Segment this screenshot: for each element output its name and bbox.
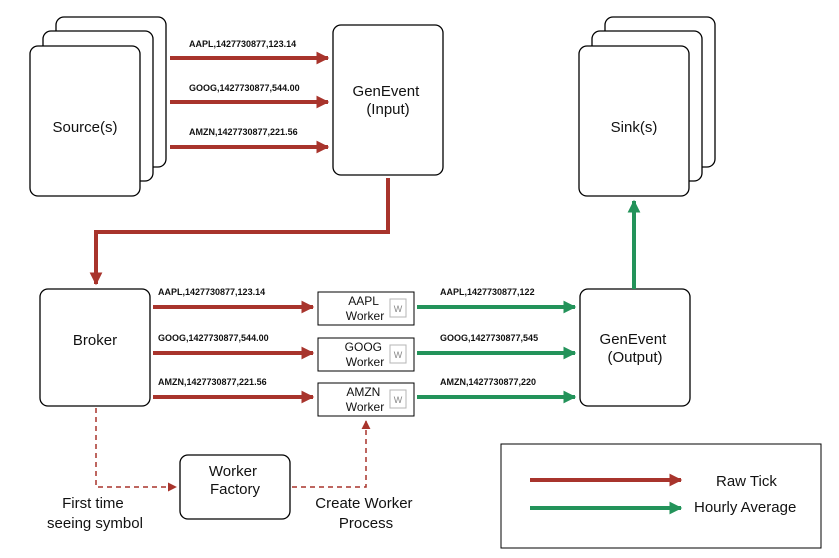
- amzn-worker-node: AMZN Worker W: [317, 382, 415, 417]
- tick-label: AAPL,1427730877,123.14: [158, 287, 265, 297]
- create-worker-annotation: Create Worker Process: [315, 495, 416, 532]
- source-node: Source(s): [29, 16, 167, 197]
- worker-icon: [389, 389, 407, 409]
- source-to-input-arrows: AAPL,1427730877,123.14 GOOG,1427730877,5…: [170, 39, 330, 154]
- worker-factory-label: Worker Factory: [209, 463, 261, 498]
- worker-icon: [389, 298, 407, 318]
- worker-icon-letter: W: [394, 395, 403, 405]
- factory-to-worker-dashed-arrow: [292, 420, 371, 488]
- worker-icon-letter: W: [394, 304, 403, 314]
- tick-label: AMZN,1427730877,221.56: [189, 127, 298, 137]
- legend-raw-tick-label: Raw Tick: [716, 473, 777, 490]
- sink-node: Sink(s): [578, 16, 716, 197]
- tick-label: AMZN,1427730877,220: [440, 377, 536, 387]
- input-to-broker-arrow: [89, 178, 390, 286]
- goog-worker-label: GOOG Worker: [345, 340, 386, 369]
- workers-to-output-arrows: AAPL,1427730877,122 GOOG,1427730877,545 …: [417, 287, 577, 404]
- tick-label: AAPL,1427730877,122: [440, 287, 535, 297]
- aapl-worker-label: AAPL Worker: [346, 294, 384, 323]
- broker-label: Broker: [73, 332, 117, 349]
- tick-label: GOOG,1427730877,544.00: [158, 333, 269, 343]
- first-time-annotation: First time seeing symbol: [47, 495, 143, 532]
- legend-hourly-average-label: Hourly Average: [694, 499, 796, 516]
- source-label: Source(s): [52, 119, 117, 136]
- broker-to-workers-arrows: AAPL,1427730877,123.14 GOOG,1427730877,5…: [153, 287, 315, 404]
- aapl-worker-node: AAPL Worker W: [317, 291, 415, 326]
- sink-label: Sink(s): [611, 119, 658, 136]
- tick-label: AAPL,1427730877,123.14: [189, 39, 296, 49]
- genevent-output-label: GenEvent (Output): [600, 331, 671, 366]
- amzn-worker-label: AMZN Worker: [346, 385, 384, 414]
- worker-icon-letter: W: [394, 350, 403, 360]
- goog-worker-node: GOOG Worker W: [317, 337, 415, 372]
- broker-to-factory-dashed-arrow: [95, 408, 177, 492]
- broker-node: Broker: [39, 288, 151, 407]
- genevent-input-label: GenEvent (Input): [353, 83, 424, 118]
- worker-icon: [389, 344, 407, 364]
- worker-factory-node: Worker Factory: [179, 454, 291, 520]
- tick-label: GOOG,1427730877,544.00: [189, 83, 300, 93]
- genevent-input-node: GenEvent (Input): [332, 24, 444, 176]
- genevent-output-node: GenEvent (Output): [579, 288, 691, 407]
- tick-label: GOOG,1427730877,545: [440, 333, 538, 343]
- tick-label: AMZN,1427730877,221.56: [158, 377, 267, 387]
- legend: Raw Tick Hourly Average: [500, 443, 822, 549]
